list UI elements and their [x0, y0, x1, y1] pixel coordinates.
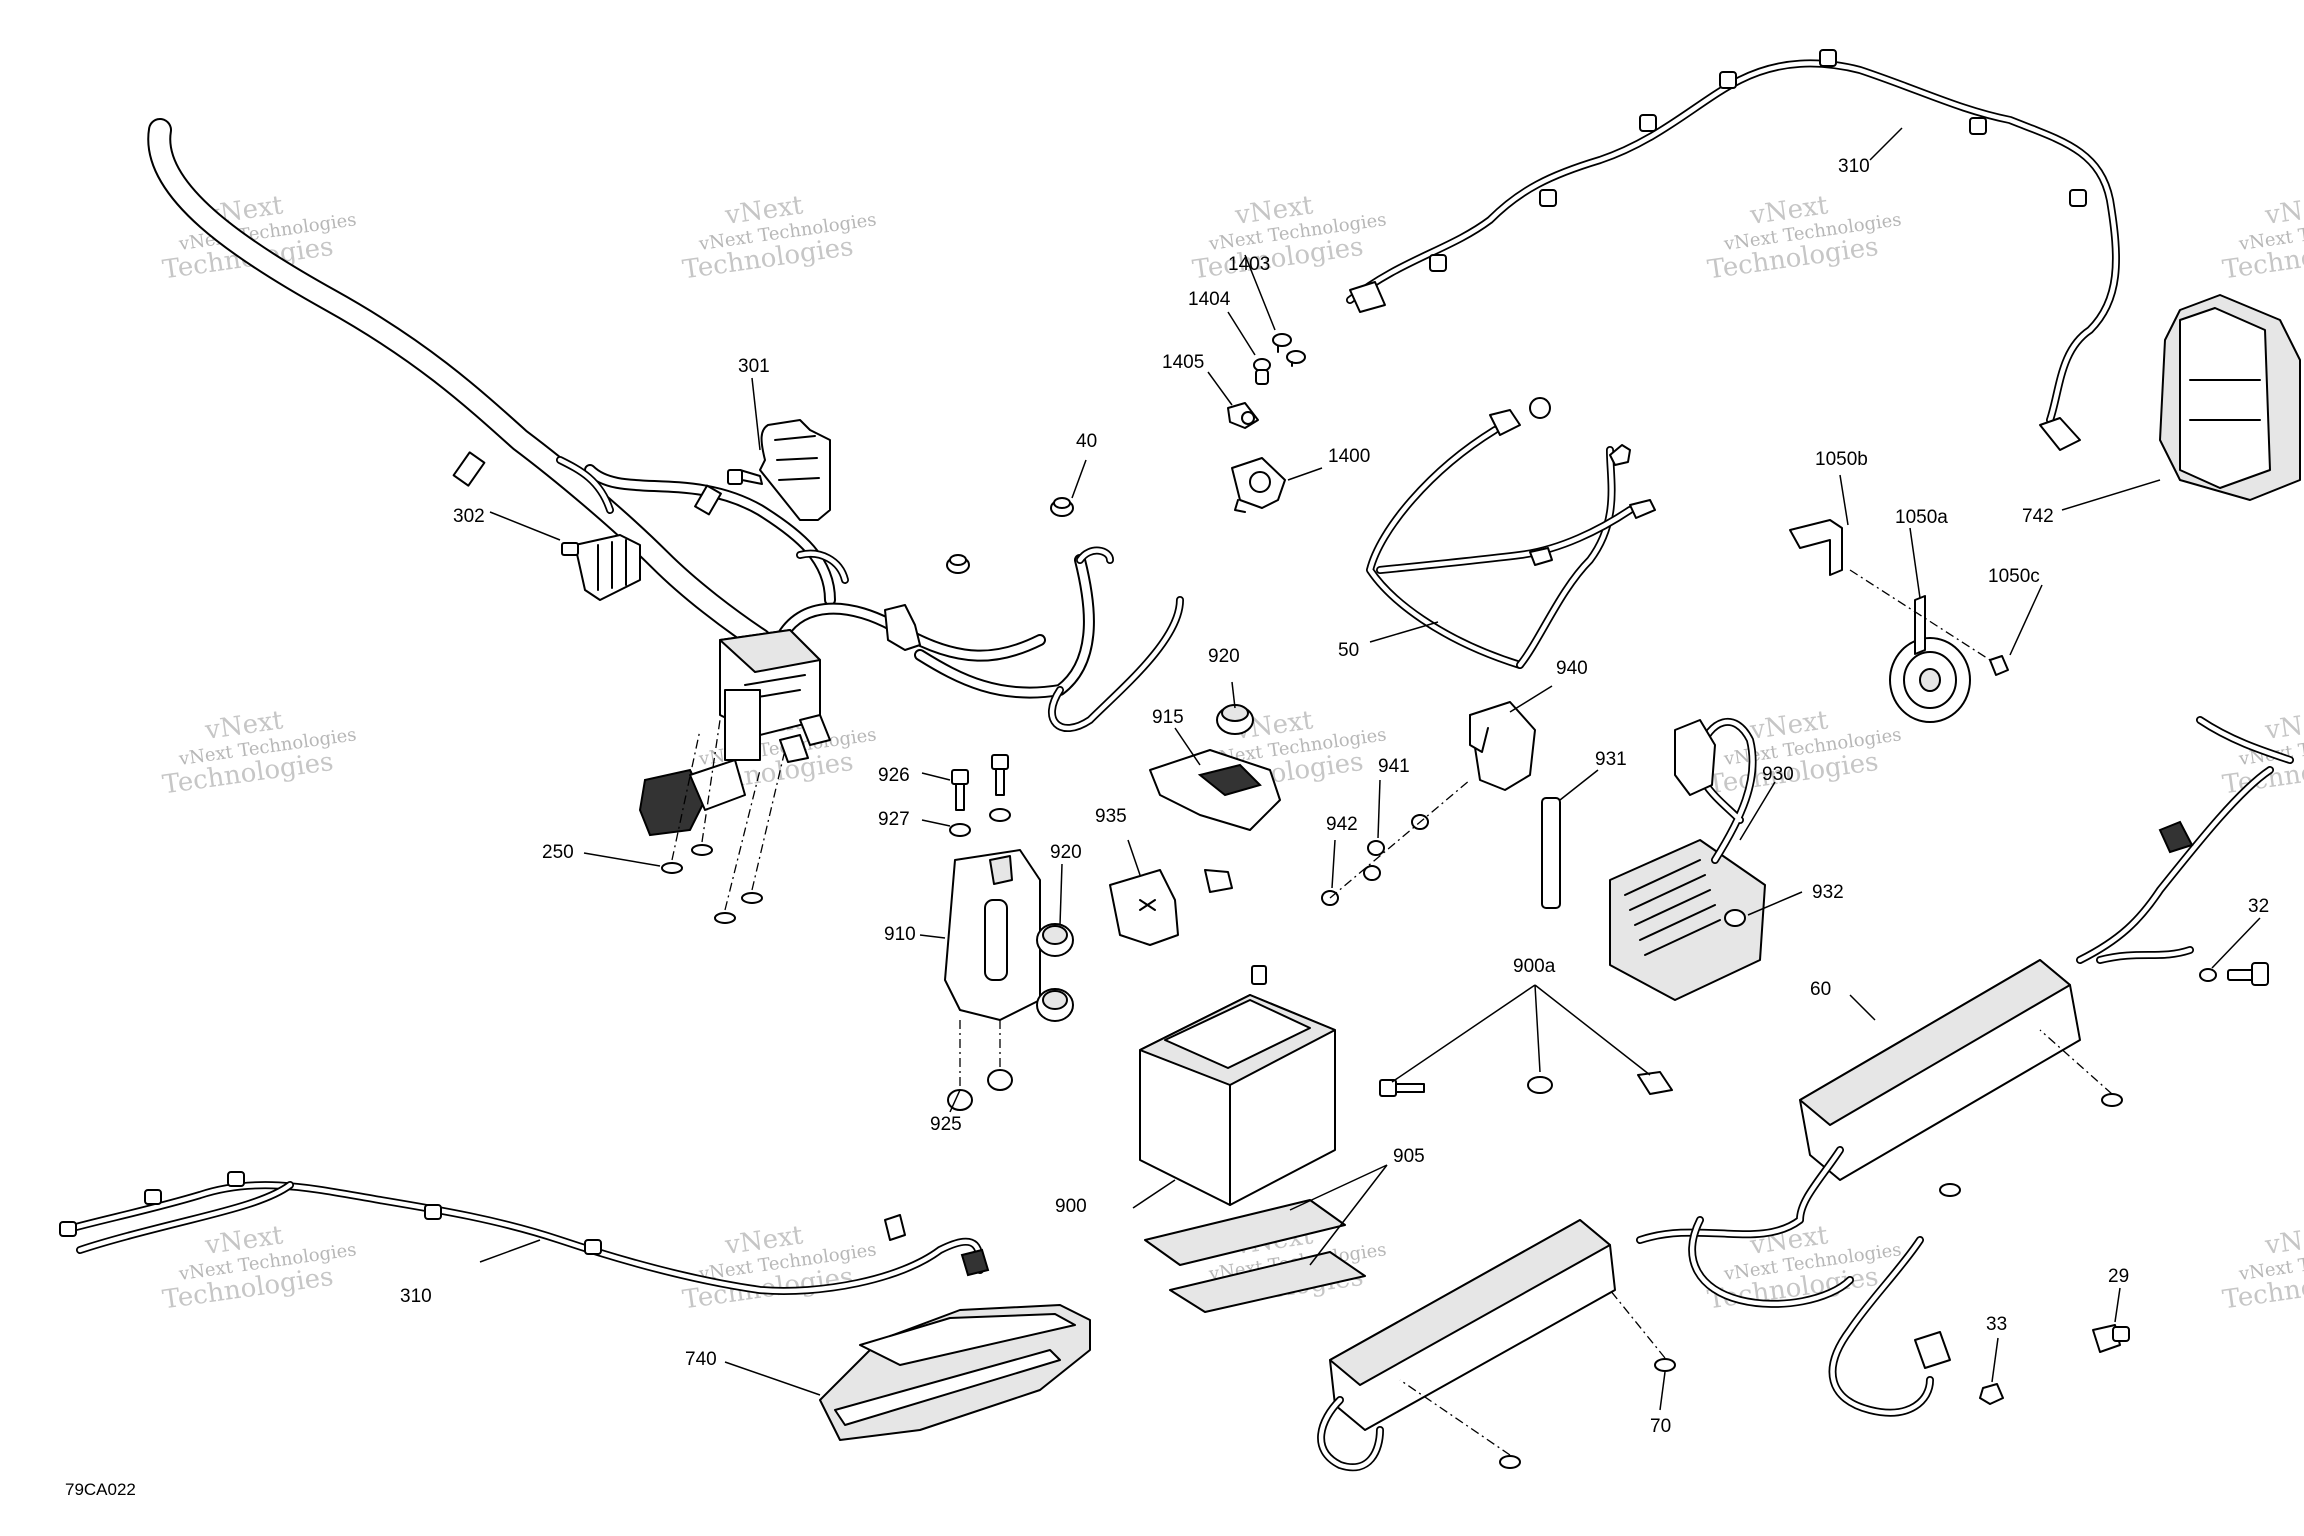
part-250	[661, 719, 786, 924]
part-302	[561, 534, 641, 601]
callout-931: 931	[1595, 749, 1627, 770]
part-1400-group	[1227, 333, 1306, 513]
watermark: vNext vNext Technologies Technologies	[2221, 190, 2304, 285]
callout-930: 930	[1762, 764, 1794, 785]
callout-1404: 1404	[1188, 289, 1231, 310]
callout-1403: 1403	[1228, 254, 1270, 275]
callout-925: 925	[930, 1114, 962, 1135]
callout-932: 932	[1812, 882, 1844, 903]
callout-1050a: 1050a	[1895, 507, 1948, 528]
reference-code: 79CA022	[65, 1480, 136, 1499]
part-310-lower	[59, 1171, 990, 1295]
part-310-upper	[1346, 49, 2120, 451]
callout-915: 915	[1152, 707, 1184, 728]
part-910	[944, 849, 1041, 1021]
callout-32: 32	[2248, 896, 2269, 917]
callout-310-upper: 310	[1838, 156, 1870, 177]
callout-302: 302	[453, 506, 485, 527]
callout-40: 40	[1076, 431, 1097, 452]
part-70	[1399, 1029, 2123, 1469]
part-60	[1317, 716, 2294, 1472]
part-920-lower	[1036, 923, 1074, 1022]
watermark: vNext vNext Technologies Technologies	[681, 1220, 878, 1315]
part-900a	[1379, 1071, 1673, 1097]
callout-935: 935	[1095, 806, 1127, 827]
part-33	[1979, 1383, 2004, 1405]
callout-33: 33	[1986, 1314, 2007, 1335]
watermark: vNext vNext Technologies Technologies	[681, 190, 878, 285]
callout-920-upper: 920	[1208, 646, 1240, 667]
main-wiring-harness	[147, 118, 1184, 837]
callout-310-lower: 310	[400, 1286, 432, 1307]
part-920-upper	[1216, 704, 1254, 735]
callout-905: 905	[1393, 1146, 1425, 1167]
part-1050-horn	[1789, 519, 2009, 723]
callout-740: 740	[685, 1349, 717, 1370]
callout-920-lower: 920	[1050, 842, 1082, 863]
callout-926: 926	[878, 765, 910, 786]
callout-50: 50	[1338, 640, 1359, 661]
callout-250: 250	[542, 842, 574, 863]
part-740	[819, 1304, 1091, 1441]
callout-910: 910	[884, 924, 916, 945]
part-742	[2159, 294, 2301, 501]
callout-70: 70	[1650, 1416, 1671, 1437]
callout-941: 941	[1378, 756, 1410, 777]
part-50	[1366, 397, 1656, 669]
callout-301: 301	[738, 356, 770, 377]
watermark: vNext vNext Technologies Technologies	[1706, 705, 1903, 800]
callout-940: 940	[1556, 658, 1588, 679]
callout-29: 29	[2108, 1266, 2129, 1287]
part-40	[946, 497, 1074, 574]
watermark: vNext vNext Technologies Technologies	[161, 705, 358, 800]
callout-900: 900	[1055, 1196, 1087, 1217]
leader-lines	[479, 127, 2261, 1411]
callout-1050c: 1050c	[1988, 566, 2040, 587]
part-926-927	[949, 754, 1011, 837]
watermark: vNext vNext Technologies Technologies	[161, 1220, 358, 1315]
watermark: vNext vNext Technologies Technologies	[1191, 190, 1388, 285]
part-935	[1109, 869, 1233, 946]
callout-1405: 1405	[1162, 352, 1204, 373]
callout-942: 942	[1326, 814, 1358, 835]
part-930	[1541, 717, 1766, 1001]
callout-742: 742	[2022, 506, 2054, 527]
watermark: vNext vNext Technologies Technologies	[2221, 1220, 2304, 1315]
watermarks: vNext vNext Technologies Technologies vN…	[161, 190, 2304, 1315]
callout-60: 60	[1810, 979, 1831, 1000]
part-301	[727, 419, 831, 521]
part-900	[1139, 965, 1336, 1206]
callout-1050b: 1050b	[1815, 449, 1868, 470]
callout-927: 927	[878, 809, 910, 830]
part-941-942	[1321, 779, 1471, 906]
part-905	[1144, 1199, 1366, 1313]
part-32	[2199, 962, 2269, 986]
callout-1400: 1400	[1328, 446, 1370, 467]
watermark: vNext vNext Technologies Technologies	[1706, 190, 1903, 285]
part-915	[1149, 749, 1281, 831]
part-940	[1469, 701, 1536, 791]
part-29	[2092, 1324, 2130, 1353]
callout-900a: 900a	[1513, 956, 1556, 977]
callout-labels: 301 302 40 1403 1404 1405 1400 50 310 74…	[400, 156, 2269, 1437]
